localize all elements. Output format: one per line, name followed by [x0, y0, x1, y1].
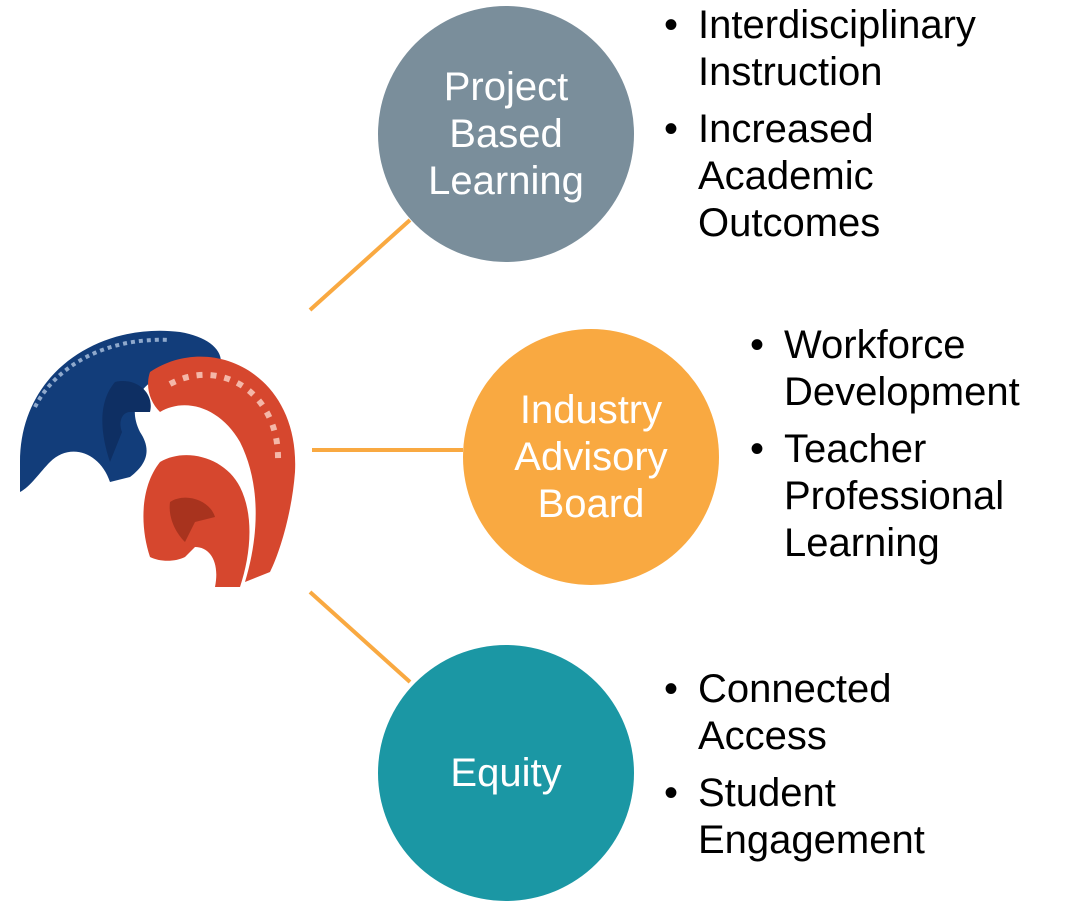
bullet-item: • Increased Academic Outcomes	[664, 106, 1064, 247]
bullet-icon: •	[750, 323, 765, 367]
bullet-text: Connected Access	[698, 667, 892, 758]
red-helmet-face	[169, 497, 215, 542]
node-equity: Equity	[378, 645, 634, 901]
bullet-icon: •	[664, 107, 679, 151]
node-label: Project Based Learning	[428, 64, 584, 203]
bullet-icon: •	[664, 667, 679, 711]
bullet-list-project-based-learning: • Interdisciplinary Instruction • Increa…	[664, 2, 1064, 257]
bullet-text: Student Engagement	[698, 771, 925, 862]
connector-pbl	[308, 218, 412, 312]
connector-equity	[308, 590, 412, 684]
node-industry-advisory-board: Industry Advisory Board	[463, 329, 719, 585]
bullet-text: Increased Academic Outcomes	[698, 107, 881, 245]
bullet-item: • Connected Access	[664, 666, 1064, 760]
node-project-based-learning: Project Based Learning	[378, 6, 634, 262]
bullet-text: Interdisciplinary Instruction	[698, 3, 976, 94]
blue-plume-stripes	[33, 337, 171, 408]
bullet-icon: •	[750, 427, 765, 471]
bullet-text: Workforce Development	[784, 323, 1020, 414]
node-label: Equity	[450, 750, 562, 795]
bullet-item: • Student Engagement	[664, 770, 1064, 864]
bullet-list-equity: • Connected Access • Student Engagement	[664, 666, 1064, 874]
bullet-item: • Interdisciplinary Instruction	[664, 2, 1064, 96]
node-label: Industry Advisory Board	[514, 387, 668, 526]
bullet-list-industry-advisory-board: • Workforce Development • Teacher Profes…	[750, 322, 1070, 577]
blue-helmet-face	[102, 381, 151, 462]
red-crest-shape	[148, 356, 296, 582]
bullet-item: • Workforce Development	[750, 322, 1070, 416]
red-crest-pattern	[168, 372, 282, 463]
spartan-helmet-logo	[20, 330, 296, 587]
bullet-item: • Teacher Professional Learning	[750, 426, 1070, 567]
bullet-text: Teacher Professional Learning	[784, 427, 1005, 565]
bullet-icon: •	[664, 3, 679, 47]
bullet-icon: •	[664, 771, 679, 815]
